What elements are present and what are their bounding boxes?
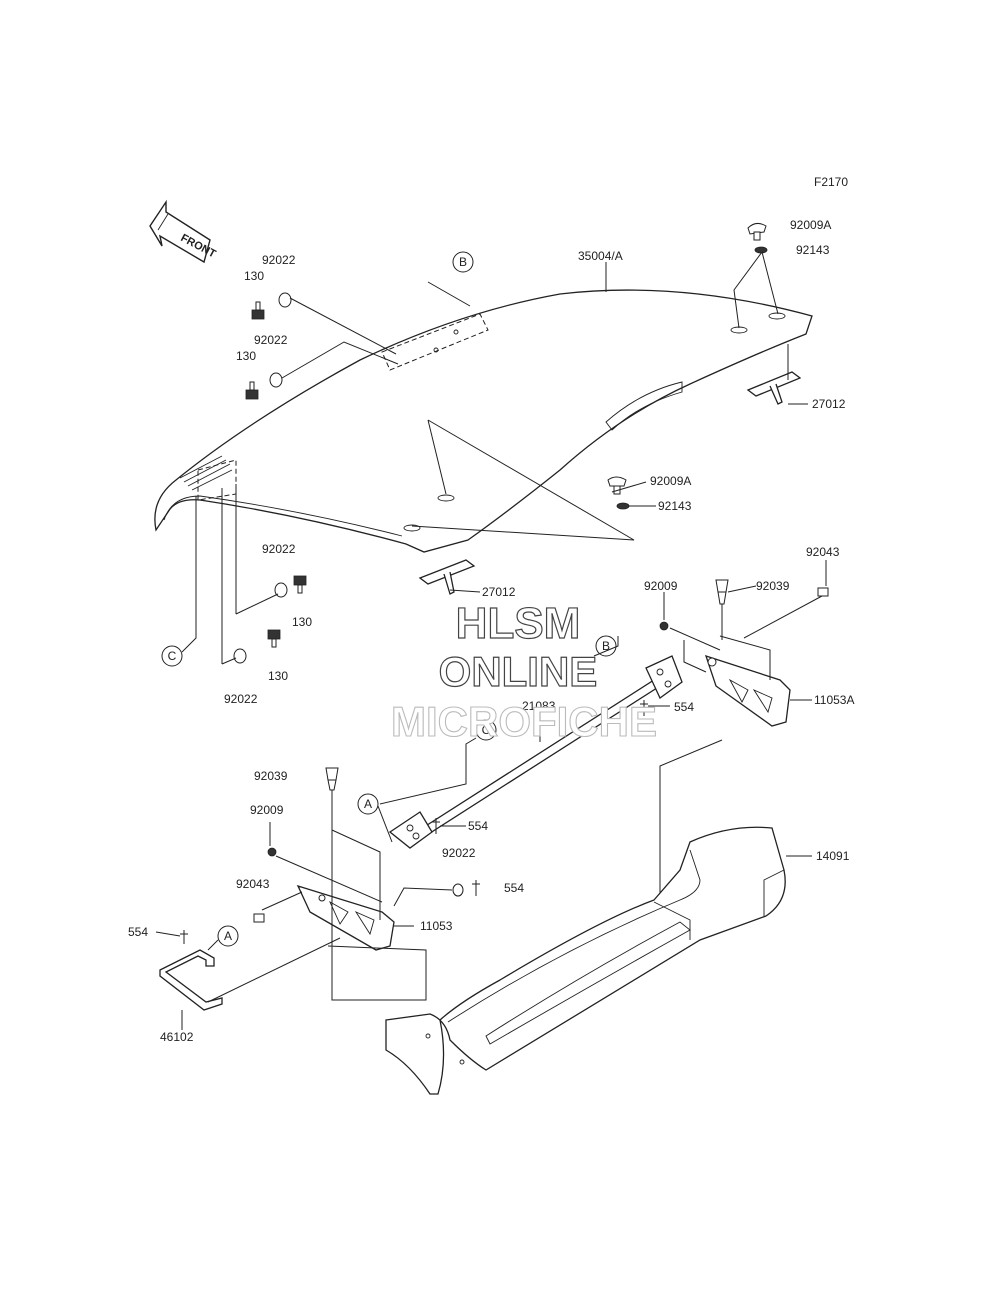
part-label-92143-mid: 92143 [658,499,692,513]
part-label-130-3: 130 [292,615,312,629]
part-label-92022-3: 92022 [262,542,296,556]
part-label-554-d: 554 [128,925,148,939]
tray-14091 [385,826,786,1095]
watermark: HLSM ONLINE MICROFICHE [390,598,657,745]
pin-554-d [180,930,188,944]
leader-lines-middle [377,560,827,900]
part-label-130-2: 130 [236,349,256,363]
ref-mark-b-top: B [452,251,474,273]
bracket-27012-mid [418,559,476,595]
part-label-92009-left: 92009 [250,803,284,817]
washer-92022-1 [278,292,292,308]
screw-92009A-top [747,222,767,241]
bolt-130-3 [293,575,307,594]
bracket-11053A [704,654,791,727]
washer-92143-mid [616,502,630,510]
bracket-27012-right [746,371,802,405]
svg-text:A: A [364,797,372,811]
part-label-27012-right: 27012 [812,397,846,411]
pin-554-c [472,880,480,896]
part-label-92043-left: 92043 [236,877,270,891]
part-label-554-a: 554 [674,700,694,714]
part-label-92009a-top: 92009A [790,218,831,232]
part-label-92022-1: 92022 [262,253,296,267]
svg-text:B: B [602,639,610,653]
part-label-21083: 21083 [522,699,556,713]
svg-text:C: C [482,723,491,737]
svg-text:B: B [459,255,467,269]
watermark-line3: MICROFICHE [391,698,657,745]
ref-mark-c-left: C [161,645,183,667]
part-label-27012-mid: 27012 [482,585,516,599]
leader-lines-lower [155,790,812,1030]
part-label-11053: 11053 [420,919,453,933]
bracket-11053 [296,884,395,951]
screw-92009A-mid [607,476,627,495]
part-label-92043-right: 92043 [806,545,840,559]
svg-text:C: C [168,649,177,663]
part-label-92143-top: 92143 [796,243,830,257]
main-cover-part [154,289,813,553]
part-label-130-1: 130 [244,269,264,283]
bolt-92043-right [817,587,829,597]
pin-554-a [640,700,648,716]
part-label-554-b: 554 [468,819,488,833]
part-label-92022-2: 92022 [254,333,288,347]
watermark-line1: HLSM [456,599,581,648]
washer-92022-5 [452,883,464,897]
screw-92009-left [267,847,277,857]
part-label-92009a-mid: 92009A [650,474,691,488]
stay-rod-21083 [388,655,683,849]
part-label-92022-5: 92022 [442,846,476,860]
svg-text:A: A [224,929,232,943]
part-label-92039-left: 92039 [254,769,288,783]
washer-92143-top [754,246,768,254]
ref-mark-c-mid: C [475,719,497,741]
part-label-130-4: 130 [268,669,288,683]
part-label-14091: 14091 [816,849,850,863]
rod-46102 [159,949,223,1011]
ref-mark-a-lower: A [217,925,239,947]
washer-92022-3 [274,582,288,598]
ref-mark-a-mid: A [357,793,379,815]
bolt-130-1 [251,301,265,320]
front-arrow-icon: FRONT [149,199,218,264]
washer-92022-4 [233,648,247,664]
ref-mark-b-mid: B [595,635,617,657]
bolt-92043-left [253,913,265,923]
bolt-130-4 [267,629,281,648]
screw-92009-right [659,621,669,631]
part-label-92009-right: 92009 [644,579,678,593]
clip-92039-left [325,767,339,791]
clip-92039-right [715,579,729,605]
pin-554-b [432,818,440,834]
part-label-46102: 46102 [160,1030,194,1044]
figure-code: F2170 [814,175,848,189]
watermark-line2: ONLINE [439,648,598,695]
bolt-130-2 [245,381,259,400]
part-label-11053a: 11053A [814,693,854,707]
leader-lines-upper [181,251,808,665]
part-label-554-c: 554 [504,881,524,895]
part-label-35004a: 35004/A [578,249,623,263]
washer-92022-2 [269,372,283,388]
part-label-92039-right: 92039 [756,579,790,593]
part-label-92022-4: 92022 [224,692,258,706]
